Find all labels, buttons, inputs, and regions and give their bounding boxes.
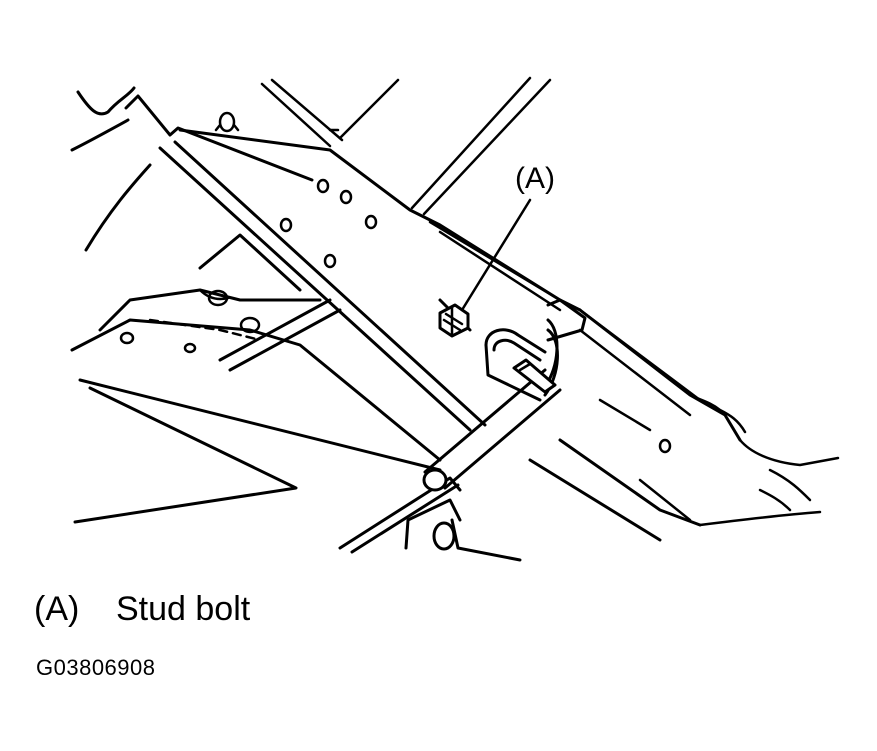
legend-text: Stud bolt — [116, 590, 251, 628]
stud-bolt — [438, 303, 470, 338]
beam-holes — [214, 111, 672, 454]
lower-housing — [70, 233, 442, 524]
callout-a: (A) — [460, 162, 555, 312]
figure-code: G03806908 — [36, 655, 156, 680]
clamp-bracket — [484, 298, 587, 402]
lower-bracket — [338, 476, 522, 562]
parking-brake-rod — [422, 368, 562, 492]
right-edge-detail — [688, 393, 840, 527]
legend: (A) Stud bolt — [34, 590, 250, 629]
legend-key: (A) — [34, 590, 80, 628]
callout-label: (A) — [515, 162, 555, 195]
